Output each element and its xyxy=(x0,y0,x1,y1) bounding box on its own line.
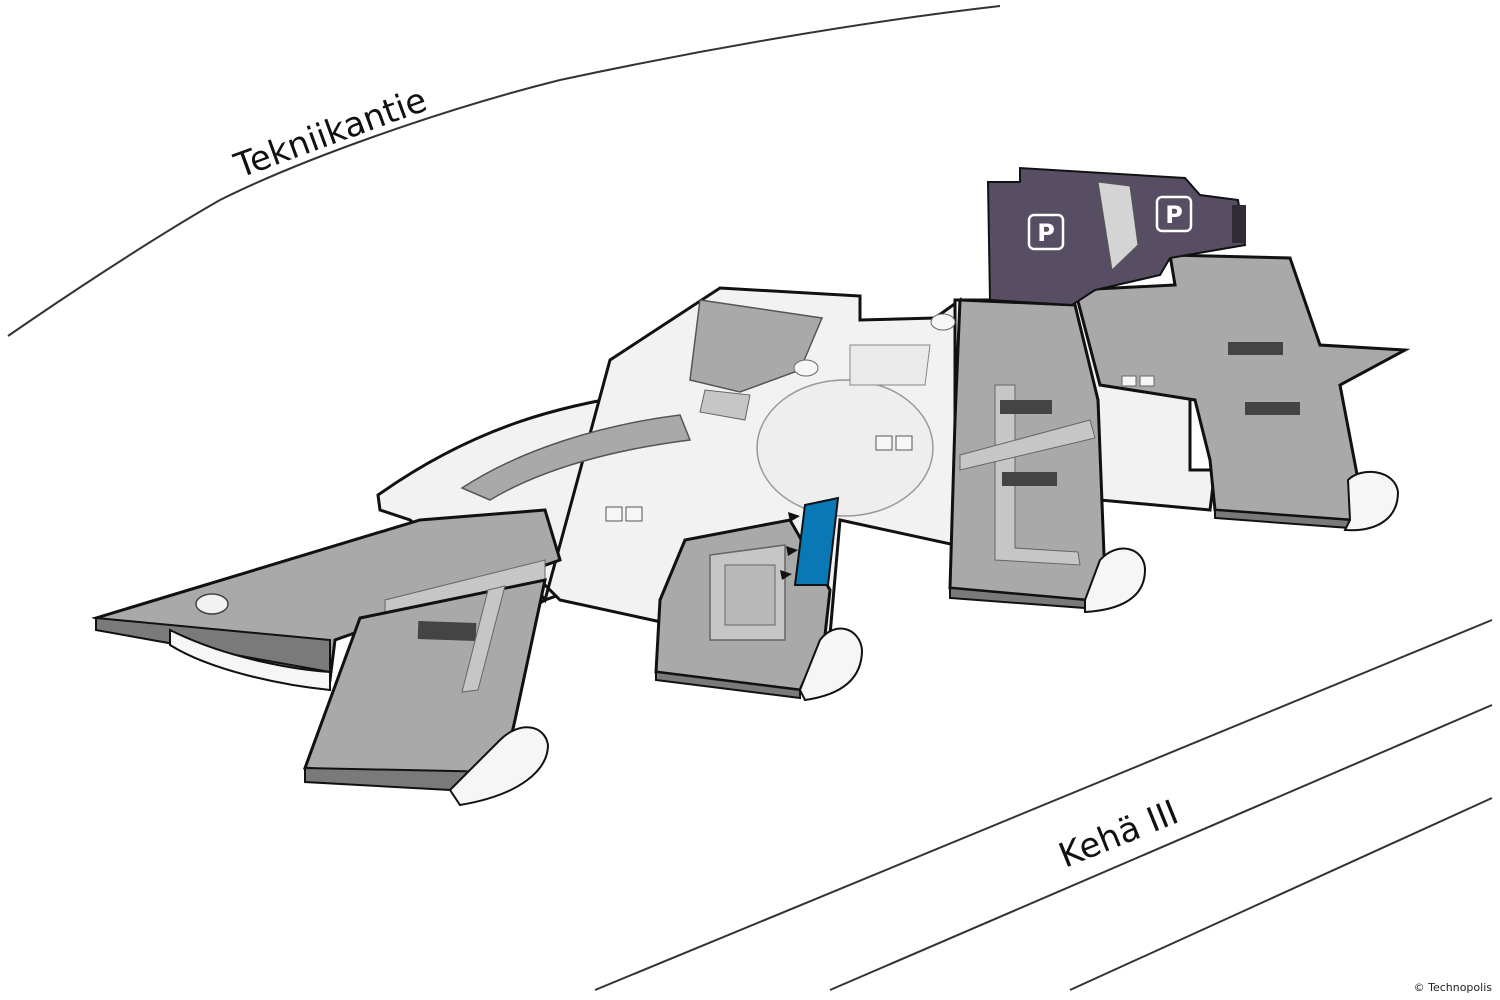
svg-text:P: P xyxy=(1037,219,1055,247)
elevator-icon xyxy=(605,435,913,522)
southwest-office-block xyxy=(302,578,550,807)
west-wing xyxy=(91,508,562,692)
parking-sign-2: P xyxy=(1155,195,1193,233)
highlighted-unit[interactable] xyxy=(793,496,840,586)
road-label-tekniikantie: Tekniikantie xyxy=(228,80,432,187)
parking-icon xyxy=(1027,213,1065,251)
svg-text:P: P xyxy=(1165,201,1183,229)
road-label-keha-iii: Kehä III xyxy=(1053,793,1184,877)
copyright-notice: © Technopolis xyxy=(1413,981,1492,994)
road-keha-iii xyxy=(594,619,1493,991)
parking-icon xyxy=(1155,195,1193,233)
central-south-block xyxy=(654,496,864,702)
parking-sign-1: P xyxy=(1027,213,1065,251)
east-office-block xyxy=(1073,253,1411,532)
road-tekniikantie xyxy=(7,5,1001,337)
central-east-block xyxy=(948,298,1147,614)
parking-area xyxy=(986,166,1247,307)
northwest-block xyxy=(689,299,956,421)
